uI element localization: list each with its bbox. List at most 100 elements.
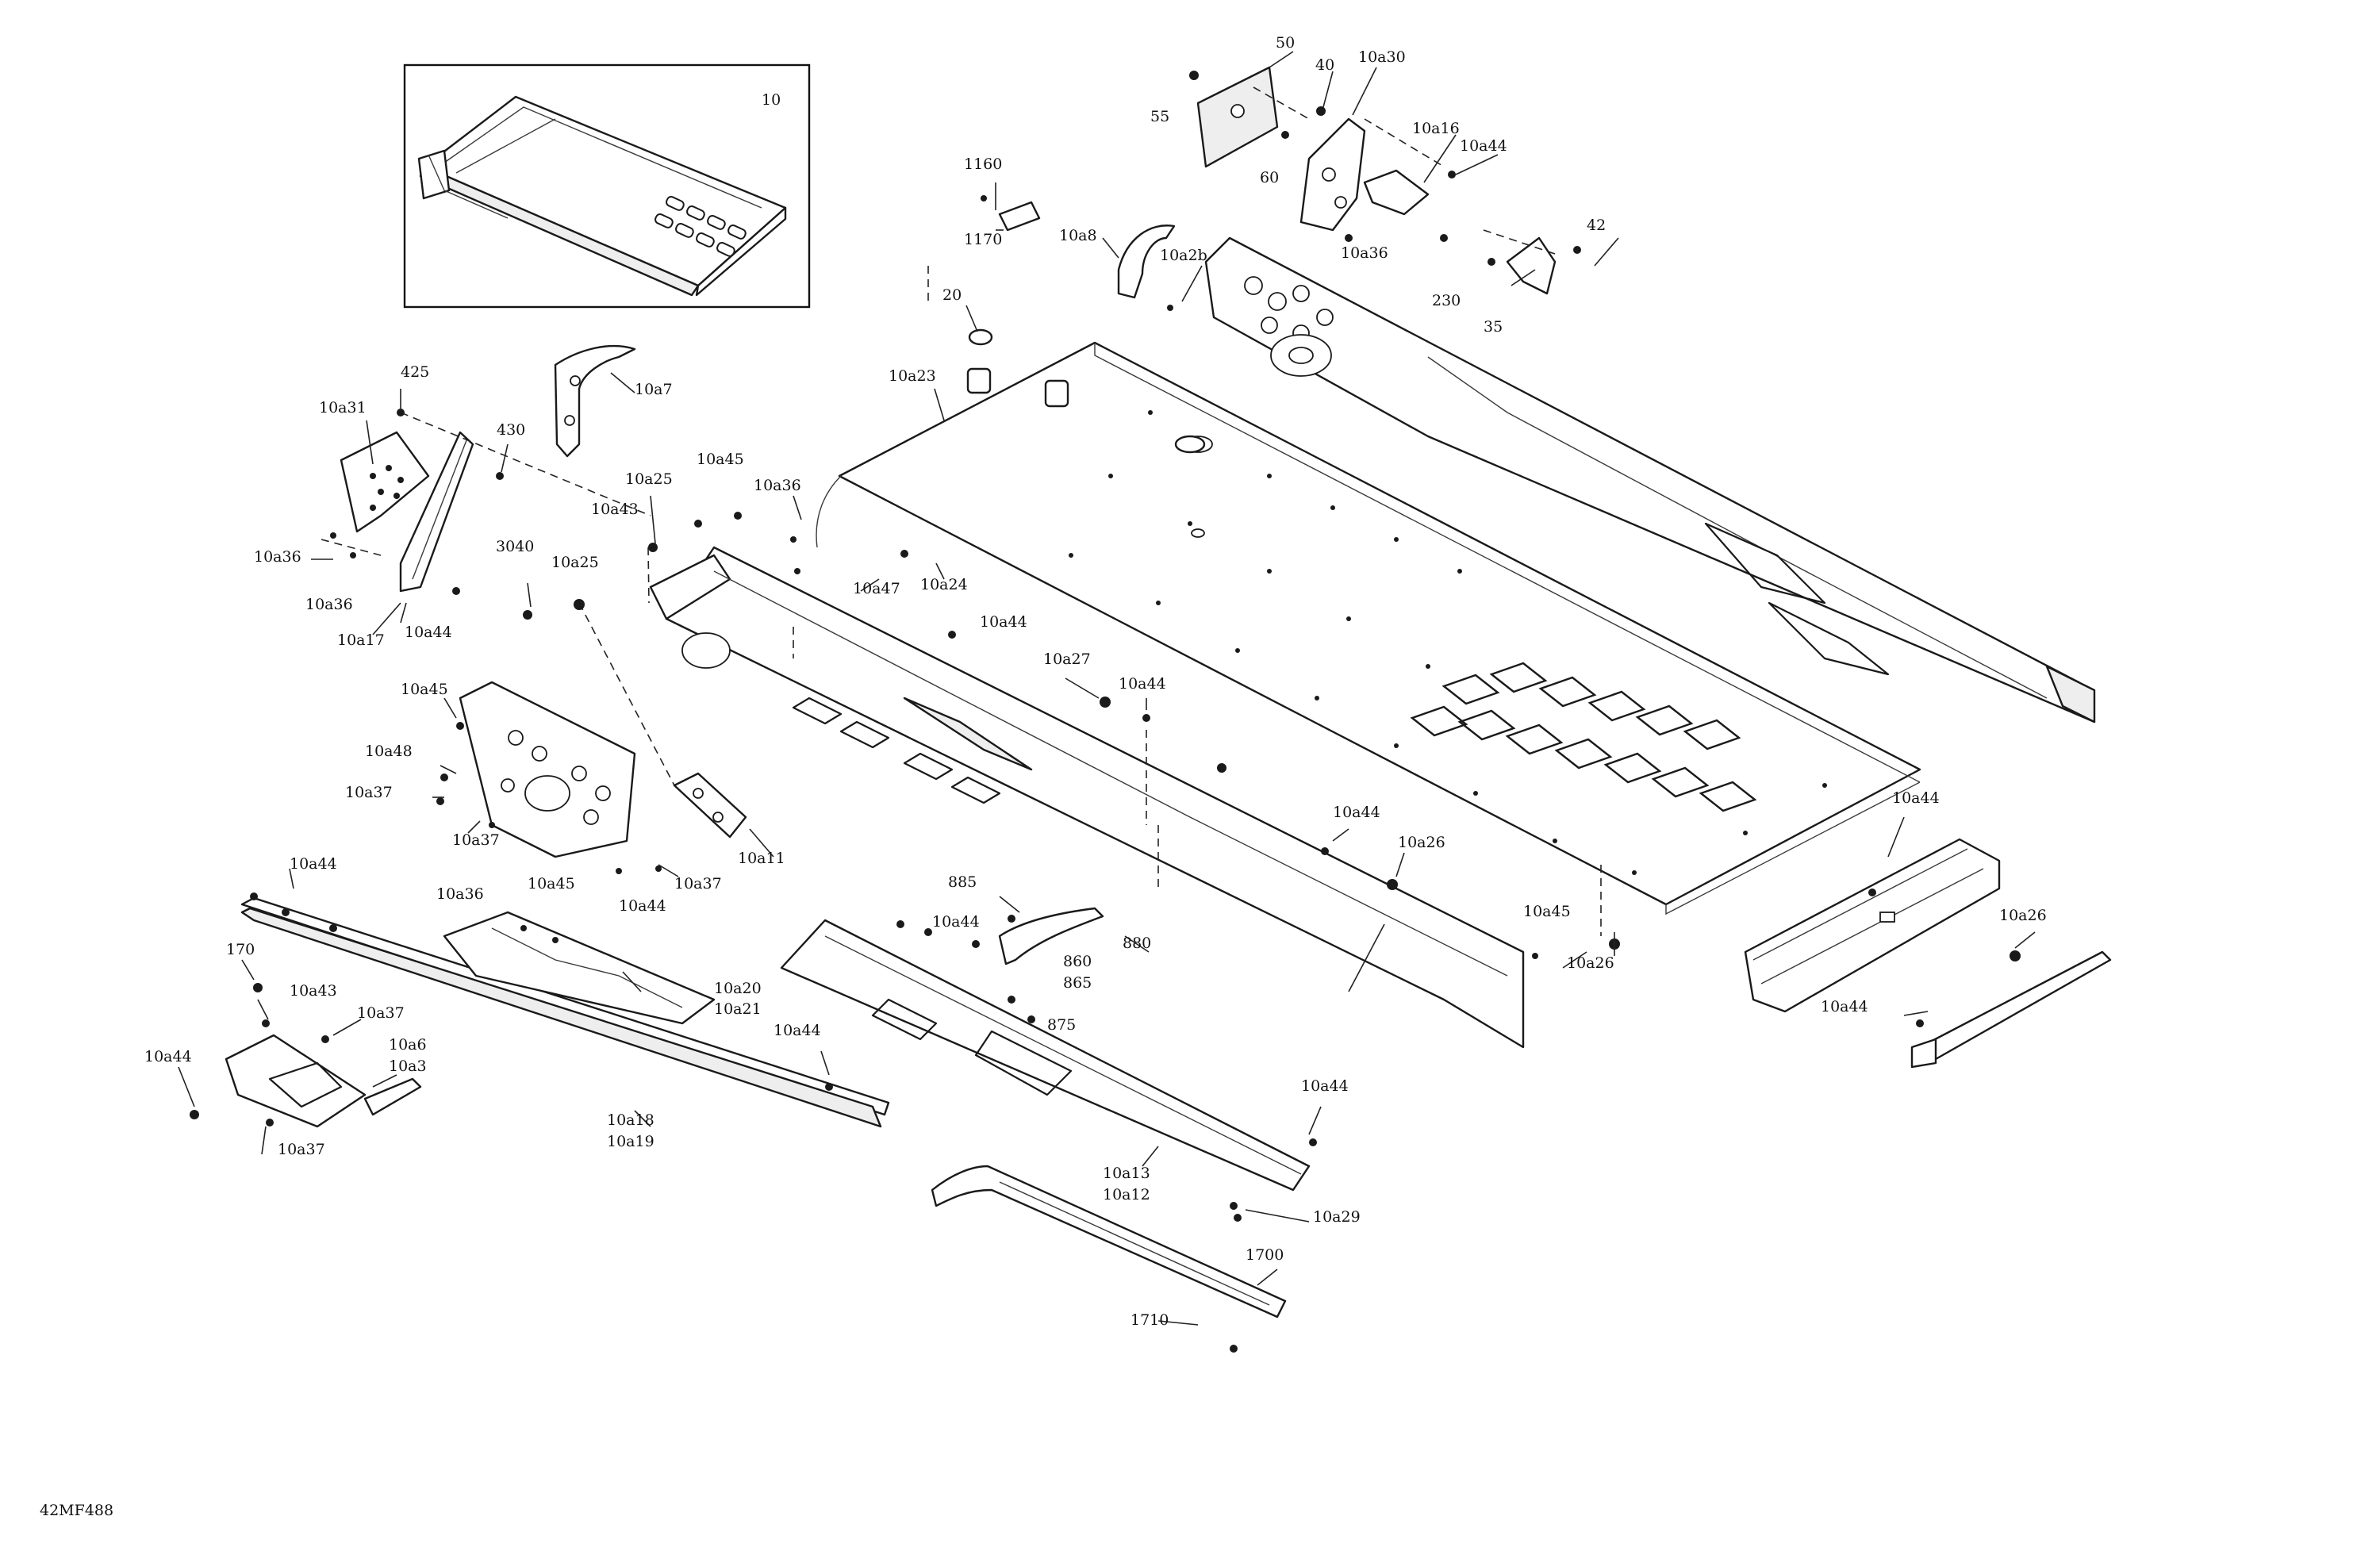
callout-10a45-c: 10a45 [528, 875, 575, 892]
assembled-tunnel-drawing [417, 95, 787, 297]
callout-1170: 1170 [964, 231, 1002, 248]
callout-labels: 10 50 40 10a30 55 10a16 10a44 60 1160 11… [144, 34, 2047, 1329]
callout-10a3: 10a3 [389, 1057, 427, 1075]
left-bracket-plate [459, 681, 636, 858]
callout-1160: 1160 [964, 155, 1002, 173]
callout-10: 10 [762, 91, 781, 109]
bracket-10a16 [1363, 169, 1430, 216]
runner-1700 [931, 1165, 1287, 1318]
callout-10a37-b: 10a37 [452, 831, 500, 849]
callout-170: 170 [226, 941, 255, 958]
callout-875: 875 [1047, 1016, 1076, 1034]
callout-10a37-d: 10a37 [357, 1004, 405, 1022]
callout-10a7: 10a7 [635, 381, 673, 398]
fasteners [190, 71, 2021, 1353]
callout-10a17: 10a17 [337, 631, 385, 649]
callout-55: 55 [1150, 108, 1169, 125]
callout-1710: 1710 [1130, 1311, 1169, 1329]
callout-10a36-b: 10a36 [754, 477, 801, 494]
rear-crossmember [1744, 838, 2001, 1013]
callout-10a36-e: 10a36 [436, 885, 484, 903]
callout-1700: 1700 [1246, 1246, 1284, 1264]
callout-10a44-h: 10a44 [1821, 998, 1868, 1015]
callout-10a45-a: 10a45 [697, 451, 744, 468]
callout-10a44-k: 10a44 [774, 1022, 821, 1039]
callout-10a29: 10a29 [1313, 1208, 1361, 1226]
callout-10a23: 10a23 [889, 367, 936, 385]
callout-3040: 3040 [496, 538, 534, 555]
right-tunnel-side [1204, 236, 2096, 724]
callout-860: 860 [1063, 953, 1092, 970]
callout-865: 865 [1063, 974, 1092, 992]
callout-10a26-a: 10a26 [1398, 834, 1445, 851]
callout-10a43-b: 10a43 [290, 982, 337, 1000]
callout-10a26-b: 10a26 [1567, 954, 1614, 972]
brace-860 [998, 907, 1104, 965]
tunnel-top-plate [816, 341, 1921, 915]
clip-1160 [998, 201, 1041, 232]
callout-230: 230 [1432, 292, 1461, 309]
plate-50 [1196, 66, 1279, 168]
slide-rail-10a18 [240, 896, 890, 1128]
callout-10a37-a: 10a37 [345, 784, 393, 801]
bracket-10a30 [1299, 117, 1366, 232]
left-tunnel-side [649, 546, 1525, 1049]
callout-10a25-a: 10a25 [625, 470, 673, 488]
callout-10a19: 10a19 [607, 1133, 654, 1150]
callout-10a25-b: 10a25 [551, 554, 599, 571]
callout-10a44-top: 10a44 [1460, 137, 1507, 155]
callout-10a6: 10a6 [389, 1036, 427, 1054]
bracket-10a7 [554, 344, 636, 458]
callout-10a44-e: 10a44 [1892, 789, 1940, 807]
assembly-dashed-lines [321, 86, 1602, 936]
leader-lines [178, 51, 2036, 1326]
callout-10a45-b: 10a45 [401, 681, 448, 698]
callout-880: 880 [1123, 935, 1151, 952]
assembled-view-inset [403, 63, 811, 309]
callout-10a2b: 10a2b [1160, 247, 1207, 264]
callout-10a44-c: 10a44 [1119, 675, 1166, 693]
bracket-10a20 [443, 911, 716, 1025]
callout-10a12: 10a12 [1103, 1186, 1150, 1203]
grommet-center [1174, 435, 1206, 454]
callout-10a44-g: 10a44 [932, 913, 980, 931]
callout-42: 42 [1587, 217, 1606, 234]
grommet-20 [966, 328, 1069, 408]
callout-430: 430 [497, 421, 525, 439]
callout-10a45-d: 10a45 [1523, 903, 1571, 920]
callout-50: 50 [1276, 34, 1295, 52]
callout-10a44-f: 10a44 [290, 855, 337, 873]
rail-10a13 [780, 919, 1311, 1192]
callout-10a16: 10a16 [1412, 120, 1460, 137]
callout-10a47: 10a47 [853, 580, 900, 597]
callout-10a26-c: 10a26 [1999, 907, 2047, 924]
callout-10a36-c: 10a36 [254, 548, 301, 566]
callout-10a44-i: 10a44 [619, 897, 666, 915]
callout-10a8: 10a8 [1059, 227, 1097, 244]
callout-10a21: 10a21 [714, 1000, 762, 1018]
callout-35: 35 [1484, 318, 1503, 336]
tunnel-vent-slots [1410, 662, 1757, 812]
callout-425: 425 [401, 363, 429, 381]
callout-10a44-l: 10a44 [1301, 1077, 1349, 1095]
callout-10a30: 10a30 [1358, 48, 1406, 66]
drawing-reference-code: 42MF488 [40, 1502, 113, 1519]
callout-10a20: 10a20 [714, 980, 762, 997]
callout-10a36-top: 10a36 [1341, 244, 1388, 262]
callout-10a37-e: 10a37 [278, 1141, 325, 1158]
callout-10a36-d: 10a36 [305, 596, 353, 613]
bracket-10a11 [673, 772, 747, 839]
callout-10a48: 10a48 [365, 743, 413, 760]
bracket-35 [1506, 236, 1557, 295]
callout-885: 885 [948, 873, 977, 891]
callout-10a11: 10a11 [738, 850, 785, 867]
callout-40: 40 [1315, 56, 1334, 74]
rear-bracket-10a31 [340, 431, 430, 533]
callout-10a18: 10a18 [607, 1111, 654, 1129]
strut-10a17 [399, 431, 474, 593]
callout-10a24: 10a24 [920, 576, 968, 593]
bracket-10a26 [1910, 950, 2112, 1069]
callout-10a44-j: 10a44 [144, 1048, 192, 1065]
callout-10a43-a: 10a43 [591, 501, 639, 518]
